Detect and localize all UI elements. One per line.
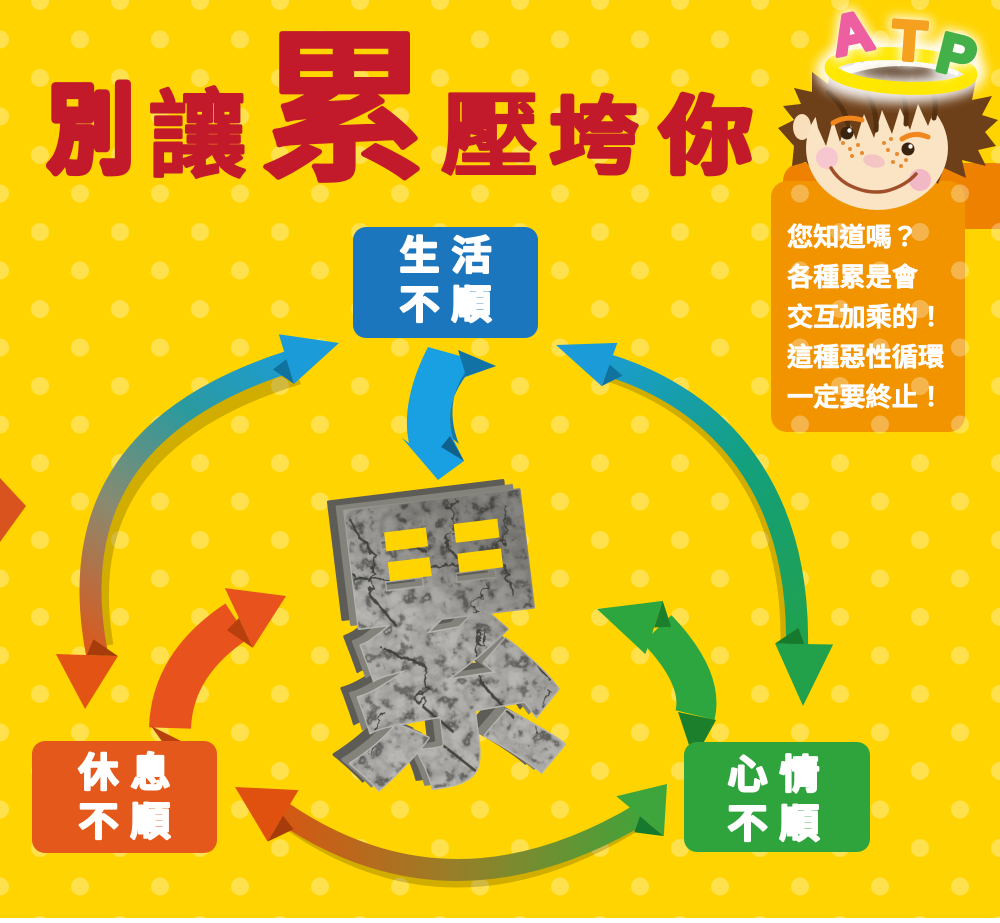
svg-text:A: A bbox=[826, 0, 879, 68]
svg-text:T: T bbox=[890, 8, 929, 73]
